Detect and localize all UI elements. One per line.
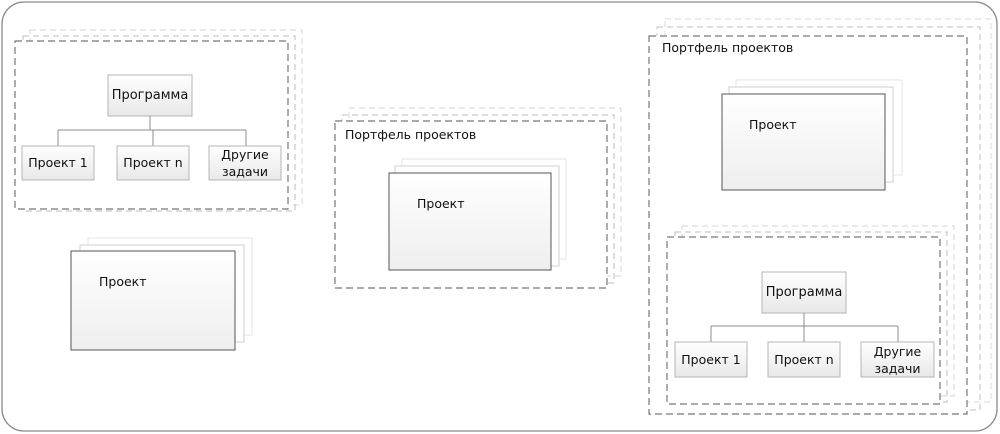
project-box-right <box>721 93 886 191</box>
other-tasks-line2-left: задачи <box>221 164 269 179</box>
project-label-right: Проект <box>749 117 797 132</box>
connector-lines-left <box>57 116 247 146</box>
other-tasks-box-right <box>860 341 935 378</box>
other-tasks-line1-left: Другие <box>221 147 269 162</box>
program-stack-left <box>14 29 303 212</box>
project-box-bottom-left <box>70 250 236 351</box>
program-box-left <box>107 74 193 117</box>
portfolio-title-middle: Портфель проектов <box>345 127 477 142</box>
project-box-middle <box>388 172 552 271</box>
project-1-box-right <box>674 341 748 378</box>
program-label-left: Программа <box>111 88 189 103</box>
project-n-label-left: Проект n <box>123 155 183 170</box>
project-1-box-left <box>21 145 95 181</box>
portfolio-title-right: Портфель проектов <box>662 40 794 55</box>
project-n-label-right: Проект n <box>774 352 834 367</box>
program-label-right: Программа <box>765 285 843 300</box>
project-label-bottom-left: Проект <box>99 274 147 289</box>
project-1-label-left: Проект 1 <box>28 155 88 170</box>
project-stack-right <box>721 79 903 191</box>
project-stack-bottom-left <box>70 237 253 351</box>
other-tasks-box-left <box>208 145 282 181</box>
project-label-middle: Проект <box>417 196 465 211</box>
other-tasks-line2-right: задачи <box>874 361 921 376</box>
other-tasks-label-left: Другие задачи <box>209 146 281 180</box>
connector-lines-right <box>710 313 899 342</box>
project-stack-middle <box>388 158 567 271</box>
project-1-label-right: Проект 1 <box>681 352 741 367</box>
other-tasks-line1-right: Другие <box>873 344 922 359</box>
project-n-box-left <box>116 145 190 181</box>
project-n-box-right <box>767 341 841 378</box>
other-tasks-label-right: Другие задачи <box>861 343 934 377</box>
